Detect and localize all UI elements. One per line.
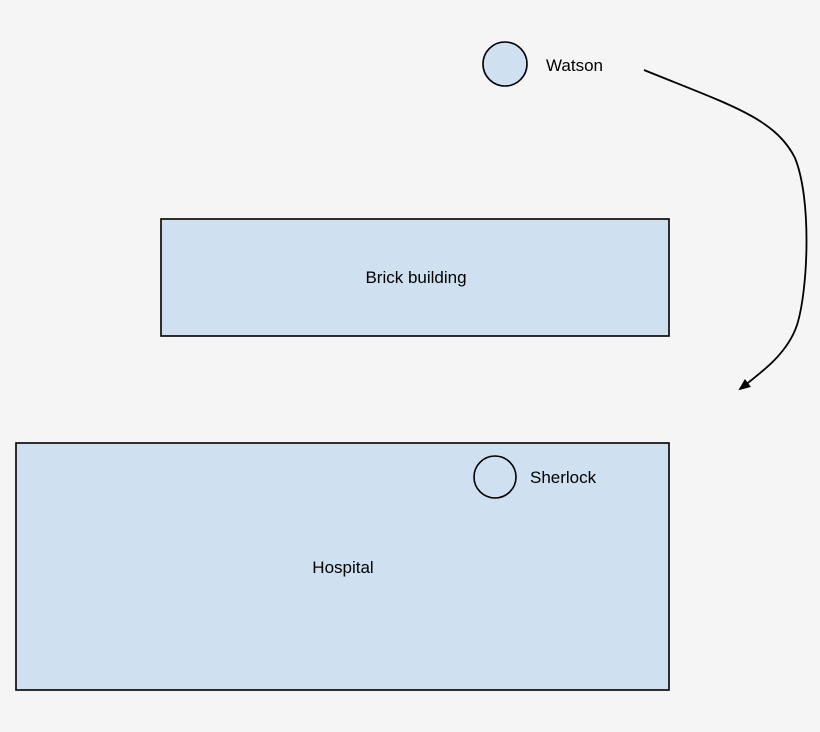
watson-path-arrow	[643, 69, 808, 391]
sherlock-label: Sherlock	[530, 468, 597, 487]
brick-building-label: Brick building	[365, 268, 467, 287]
hospital-box	[15, 442, 670, 691]
watson-circle	[482, 41, 528, 87]
brick-building-box	[160, 218, 670, 337]
sherlock-circle	[473, 455, 517, 499]
watson-label: Watson	[546, 56, 604, 75]
hospital-label: Hospital	[312, 558, 374, 577]
